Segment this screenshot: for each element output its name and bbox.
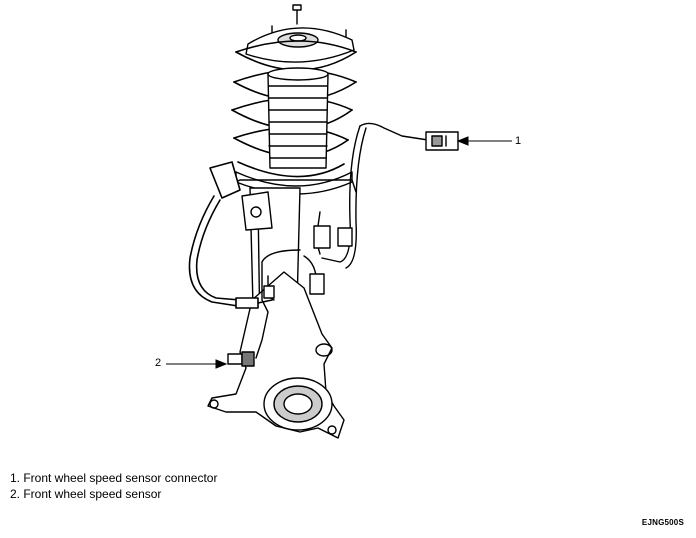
steering-knuckle bbox=[207, 271, 345, 439]
strut-top-mount bbox=[245, 4, 355, 63]
wheel-speed-sensor-connector bbox=[425, 131, 459, 151]
callout-leader-2 bbox=[166, 359, 228, 369]
dust-boot bbox=[267, 67, 329, 169]
callout-number-1: 1 bbox=[515, 135, 522, 147]
callout-leader-1 bbox=[456, 136, 512, 146]
wheel-speed-sensor bbox=[227, 351, 255, 367]
callout-number-2: 2 bbox=[155, 357, 162, 369]
legend: 1. Front wheel speed sensor connector 2.… bbox=[10, 470, 217, 502]
brake-hose bbox=[188, 161, 273, 309]
legend-item-sensor: 2. Front wheel speed sensor bbox=[10, 487, 162, 501]
figure-code: EJNG500S bbox=[641, 518, 684, 527]
sensor-harness bbox=[255, 122, 429, 359]
legend-item-connector: 1. Front wheel speed sensor connector bbox=[10, 471, 218, 485]
